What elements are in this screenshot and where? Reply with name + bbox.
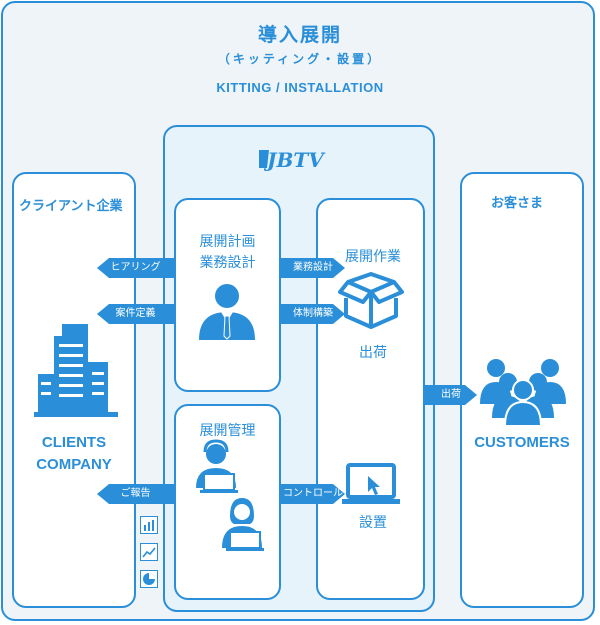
structure-label: 体制構築 (293, 308, 333, 319)
box-icon (338, 272, 404, 329)
operator-male (192, 438, 244, 498)
crowd-icon (480, 359, 566, 427)
operator-icon (222, 498, 264, 551)
plan-title-line1: 展開計画 (199, 234, 256, 250)
client-name: CLIENTS COMPANY (12, 432, 136, 476)
plan-title-line2: 業務設計 (199, 255, 256, 271)
customer-crowd (478, 352, 568, 430)
ops-laptop (340, 462, 402, 510)
plan-title: 展開計画 業務設計 (174, 232, 281, 274)
control-label: コントロール (283, 488, 343, 499)
report-label: ご報告 (120, 488, 151, 499)
case-definition-label: 案件定義 (115, 308, 156, 319)
bar-chart-icon (140, 516, 158, 534)
plan-person (195, 278, 259, 346)
shipping-arrow: 出荷 (425, 385, 477, 405)
line-chart-icon (140, 543, 158, 561)
operator-icon (196, 439, 238, 493)
hearing-arrow: ヒアリング (97, 258, 174, 278)
report-arrow: ご報告 (97, 484, 174, 504)
mgmt-box (174, 404, 281, 600)
control-arrow: コントロール (281, 484, 345, 504)
mgmt-title: 展開管理 (199, 423, 256, 439)
ship-label: 出荷 (359, 345, 387, 361)
client-label: クライアント企業 (19, 199, 123, 214)
logo-text: JBTV (263, 148, 326, 172)
english-title: KITTING / INSTALLATION (216, 80, 384, 95)
structure-arrow: 体制構築 (281, 304, 345, 324)
business-design-label: 業務設計 (293, 262, 333, 273)
jbtv-logo: JBTV (255, 146, 345, 172)
building-icon (34, 324, 118, 417)
operator-female (218, 494, 270, 556)
ops-title: 展開作業 (345, 249, 401, 265)
shipping-label: 出荷 (441, 389, 461, 400)
install-label: 設置 (359, 515, 387, 531)
ops-box-icon (338, 270, 404, 334)
ops-box (316, 198, 425, 600)
logo-icon: JBTV (259, 148, 326, 172)
client-building (34, 322, 118, 422)
hearing-label: ヒアリング (110, 262, 161, 273)
laptop-icon (342, 463, 400, 504)
case-definition-arrow: 案件定義 (97, 304, 174, 324)
page-subtitle: （キッティング・設置） (217, 52, 383, 66)
client-name-line2: COMPANY (36, 456, 112, 473)
person-icon (199, 284, 255, 340)
business-design-arrow: 業務設計 (281, 258, 345, 278)
pie-chart-icon (140, 570, 158, 588)
customer-name: CUSTOMERS (474, 434, 570, 451)
page-title: 導入展開 (257, 24, 342, 46)
customer-label: お客さま (491, 196, 544, 211)
client-name-line1: CLIENTS (41, 434, 107, 451)
